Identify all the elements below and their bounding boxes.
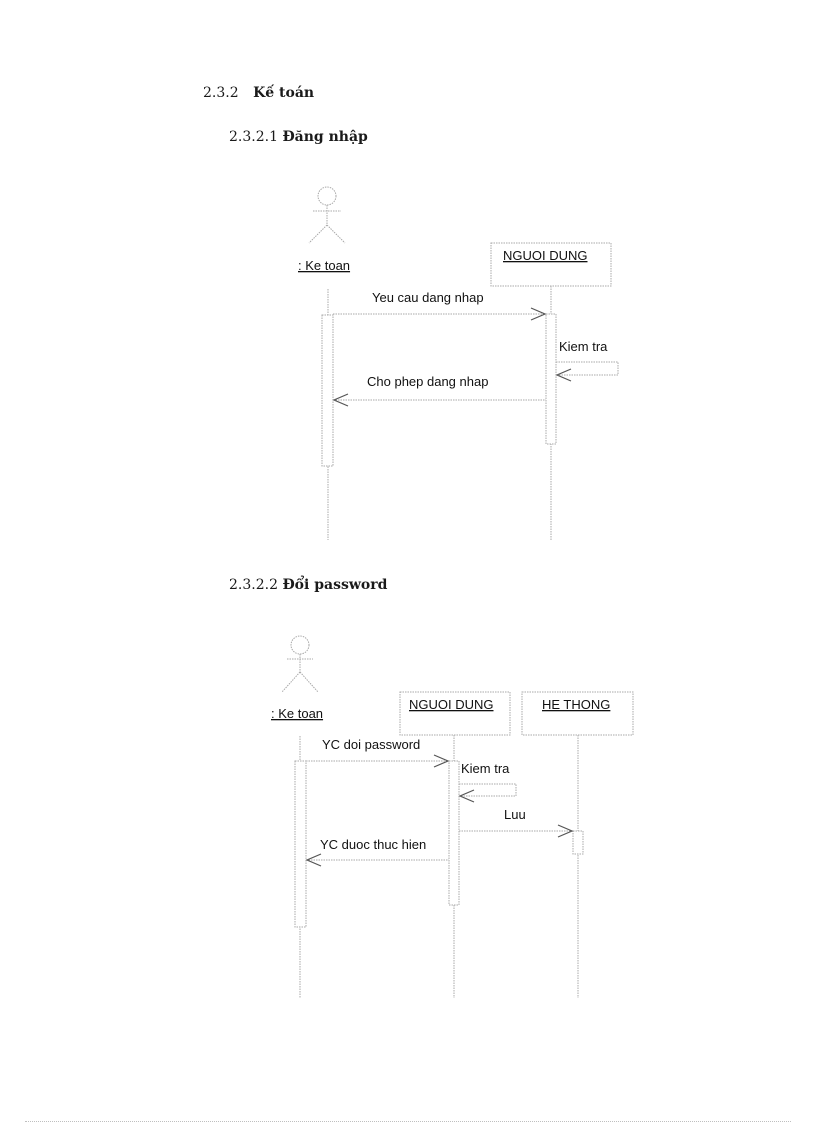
subsection-heading-login: 2.3.2.1 Đăng nhập	[229, 129, 368, 145]
page-footer-divider	[25, 1121, 791, 1122]
arrowhead-icon	[305, 853, 322, 867]
login-sequence-diagram	[308, 186, 619, 540]
section-heading: 2.3.2 Kế toán	[203, 85, 314, 101]
arrowhead-icon	[433, 754, 450, 768]
actor-icon	[308, 186, 346, 244]
subsection-heading-change-password: 2.3.2.2 Đổi password	[229, 577, 387, 593]
nguoi-dung-activation	[545, 313, 557, 445]
section-title: Kế toán	[253, 85, 315, 101]
subsection-number: 2.3.2.1	[229, 129, 278, 145]
he-thong-activation	[572, 830, 584, 855]
object-box-nguoi-dung	[490, 242, 612, 287]
section-number: 2.3.2	[203, 85, 239, 101]
message-label: YC doi password	[322, 737, 420, 752]
object-label-he-thong: HE THONG	[542, 697, 610, 712]
nguoi-dung-activation	[448, 760, 460, 906]
message-label: Cho phep dang nhap	[367, 374, 488, 389]
object-label-nguoi-dung: NGUOI DUNG	[409, 697, 494, 712]
object-box-nguoi-dung	[399, 691, 511, 736]
subsection-number: 2.3.2.2	[229, 577, 278, 593]
subsection-title: Đăng nhập	[282, 129, 368, 145]
arrowhead-icon	[557, 824, 574, 838]
actor-label: : Ke toan	[298, 258, 350, 273]
message-label: YC duoc thuc hien	[320, 837, 426, 852]
object-box-he-thong	[521, 691, 634, 736]
self-message-arrow	[556, 361, 619, 376]
actor-icon	[281, 635, 319, 693]
message-label: Kiem tra	[559, 339, 608, 354]
subsection-title: Đổi password	[282, 577, 388, 593]
message-label: Luu	[504, 807, 526, 822]
actor-activation	[294, 760, 307, 928]
object-label-nguoi-dung: NGUOI DUNG	[503, 248, 588, 263]
message-label: Yeu cau dang nhap	[372, 290, 484, 305]
change-password-sequence-diagram	[281, 635, 634, 998]
arrowhead-icon	[458, 789, 475, 803]
actor-activation	[321, 314, 334, 467]
message-label: Kiem tra	[461, 761, 510, 776]
arrowhead-icon	[332, 393, 349, 407]
self-message-arrow	[459, 783, 517, 797]
actor-label: : Ke toan	[271, 706, 323, 721]
arrowhead-icon	[555, 368, 572, 382]
arrowhead-icon	[530, 307, 547, 321]
